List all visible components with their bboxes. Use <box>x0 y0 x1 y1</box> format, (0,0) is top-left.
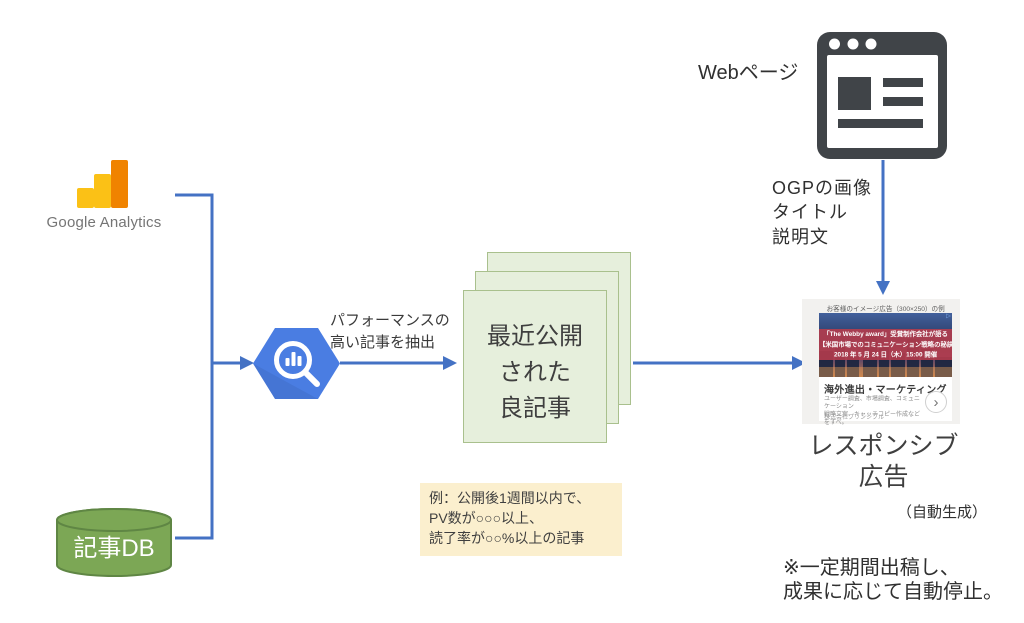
chevron-right-button[interactable]: › <box>925 391 947 413</box>
google-analytics-icon <box>77 160 128 208</box>
ad-advertiser: 株式会社プリンシプル <box>824 414 884 421</box>
extract-annotation: パフォーマンスの 高い記事を抽出 <box>330 310 450 354</box>
article-db-cylinder <box>56 508 172 577</box>
ad-overlay-line3: 2018 年 5 月 24 日（木）15:00 開催 <box>833 351 938 359</box>
footnote-line2: 成果に応じて自動停止。 <box>783 581 1003 603</box>
bigquery-icon <box>253 328 340 399</box>
docs-line3: 良記事 <box>499 395 571 422</box>
ad-preview-card: お客様のイメージ広告（300×250）の例 <box>802 299 960 426</box>
arrowhead-docs <box>443 356 457 370</box>
ad-overlay-line1: 「The Webby award」受賞制作会社が語る <box>823 330 948 338</box>
article-db-label: 記事DB <box>73 535 155 562</box>
ad-overlay-line2: 【米国市場でのコミュニケーション戦略の秘訣】 <box>819 341 952 349</box>
ad-desc-line2: 戦略立案、キャッチコピー作成などをすべ。 <box>824 411 920 426</box>
footnote: ※一定期間出稿し、 成果に応じて自動停止。 <box>783 556 1003 604</box>
document-sheet-front: 最近公開 された 良記事 <box>463 290 607 443</box>
responsive-ad-line1: レスポンシブ <box>808 432 959 460</box>
ogp-line1: OGPの画像 <box>772 178 873 198</box>
google-analytics-label: Google Analytics <box>46 214 162 231</box>
responsive-ad-label: レスポンシブ 広告 <box>792 431 975 493</box>
connector-ga-db-trunk <box>175 193 214 540</box>
auto-generated-note: （自動生成） <box>896 504 987 521</box>
browser-window-icon <box>817 32 947 159</box>
ad-description: ユーザー調査、市場調査、コミュニケーション 戦略立案、キャッチコピー作成などをす… <box>824 395 923 426</box>
responsive-ad-line2: 広告 <box>858 463 909 491</box>
ad-desc-line1: ユーザー調査、市場調査、コミュニケーション <box>824 395 920 410</box>
adchoices-icon[interactable]: ▷ <box>946 313 951 320</box>
ogp-line3: 説明文 <box>772 226 829 247</box>
document-stack: 最近公開 された 良記事 <box>463 252 632 445</box>
footnote-line1: ※一定期間出稿し、 <box>783 557 960 579</box>
ad-caption: お客様のイメージ広告（300×250）の例 <box>826 305 945 313</box>
criteria-note: 例：公開後1週間以内で、 PV数が○○○以上、 読了率が○○%以上の記事 <box>420 483 622 556</box>
criteria-line2: PV数が○○○以上、 <box>429 509 544 526</box>
criteria-line1: 例：公開後1週間以内で、 <box>429 490 591 506</box>
ad-text-block: 海外進出・マーケティング ユーザー調査、市場調査、コミュニケーション 戦略立案、… <box>819 377 952 426</box>
ad-overlay-band: 「The Webby award」受賞制作会社が語る 【米国市場でのコミュニケー… <box>819 329 952 360</box>
arrowhead-ad-top <box>876 281 890 295</box>
docs-line1: 最近公開 <box>487 323 583 350</box>
docs-line2: された <box>499 359 571 386</box>
ogp-line2: タイトル <box>772 202 848 223</box>
chevron-right-icon: › <box>933 393 939 411</box>
criteria-line3: 読了率が○○%以上の記事 <box>429 529 585 546</box>
extract-line2: 高い記事を抽出 <box>330 333 436 351</box>
ad-image: ▷ 「The Webby award」受賞制作会社が語る 【米国市場でのコミュニ… <box>819 313 952 377</box>
extract-line1: パフォーマンスの <box>330 312 450 329</box>
webpage-label: Webページ <box>698 62 799 84</box>
ogp-annotation: OGPの画像 タイトル 説明文 <box>772 176 872 249</box>
ad-headline[interactable]: 海外進出・マーケティング <box>824 385 947 396</box>
arrowhead-bigquery <box>240 356 254 370</box>
